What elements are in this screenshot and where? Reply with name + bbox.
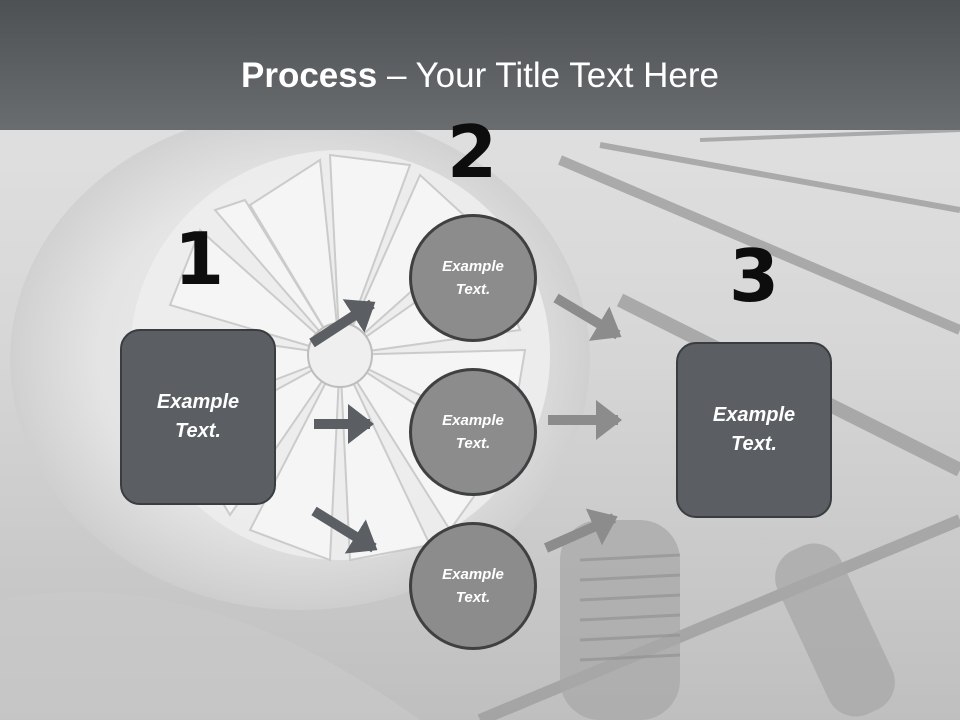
- step-2-circle-bottom: Example Text.: [409, 522, 537, 650]
- slide-title: Process – Your Title Text Here: [0, 56, 960, 96]
- circle-top-label-line2: Text.: [455, 281, 491, 298]
- circle-top-label-line1: Example: [442, 258, 504, 275]
- step-number-3: 3: [728, 234, 780, 318]
- step-2-circle-middle: Example Text.: [409, 368, 537, 496]
- title-bar: [0, 0, 960, 130]
- step-3-label-line2: Text.: [731, 433, 777, 455]
- arrow-top-to-3: [553, 293, 622, 341]
- arrow-1-to-bottom: [311, 506, 378, 554]
- step-3-label-line1: Example: [712, 404, 796, 426]
- title-bold: Process: [241, 56, 378, 95]
- step-3-box: Example Text.: [676, 342, 832, 518]
- arrow-1-to-top: [309, 299, 376, 348]
- circle-middle-label-line1: Example: [442, 412, 504, 429]
- step-number-2: 2: [446, 110, 498, 194]
- arrow-bottom-to-3: [543, 508, 618, 553]
- circle-bottom-label-line2: Text.: [455, 589, 491, 606]
- step-1-label-line1: Example: [156, 391, 240, 413]
- step-1-label-line2: Text.: [175, 420, 221, 442]
- step-number-1: 1: [173, 217, 225, 301]
- circle-bottom-label-line1: Example: [442, 566, 504, 583]
- circle-middle-label-line2: Text.: [455, 435, 491, 452]
- step-2-circle-top: Example Text.: [409, 214, 537, 342]
- title-rest: – Your Title Text Here: [377, 56, 719, 95]
- step-1-box: Example Text.: [120, 329, 276, 505]
